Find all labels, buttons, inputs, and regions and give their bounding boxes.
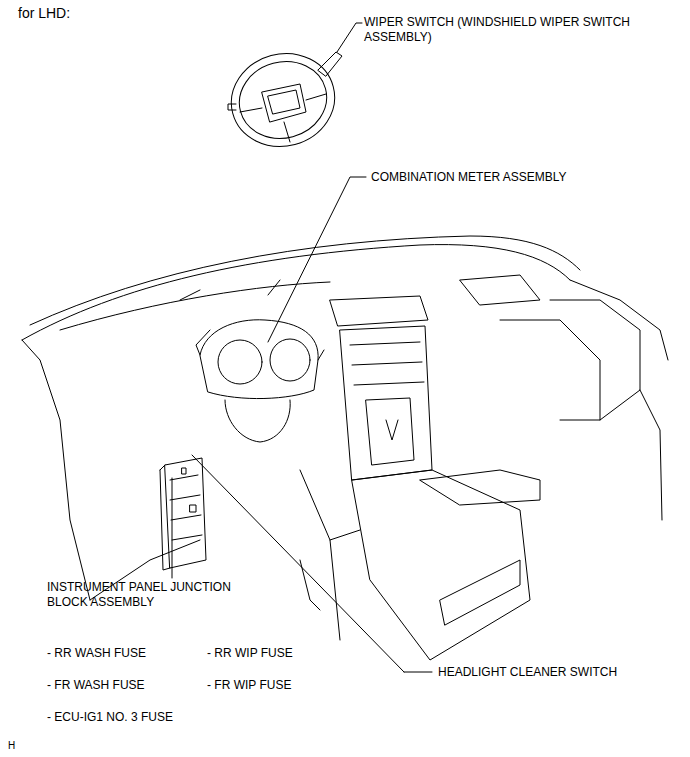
part-name: COMBINATION METER ASSEMBLY xyxy=(371,170,567,185)
illustration-stroke xyxy=(221,42,345,158)
fuse-name: - ECU-IG1 NO. 3 FUSE xyxy=(47,710,173,725)
illustration-stroke xyxy=(231,52,336,148)
center-stack xyxy=(330,296,432,480)
illustration-stroke xyxy=(180,280,280,300)
part-name: WIPER SWITCH (WINDSHIELD WIPER SWITCH AS… xyxy=(364,15,686,45)
illustration-stroke xyxy=(420,470,540,505)
illustration-stroke xyxy=(337,23,362,52)
illustration-stroke xyxy=(182,468,196,512)
fuse-name: - RR WIP FUSE xyxy=(207,646,293,661)
fuse-name: - RR WASH FUSE xyxy=(47,646,146,661)
illustration-stroke xyxy=(30,236,580,325)
combination-meter xyxy=(196,320,324,442)
part-name: HEADLIGHT CLEANER SWITCH xyxy=(438,665,617,680)
illustration-stroke xyxy=(366,398,414,465)
illustration-stroke xyxy=(340,326,432,480)
illustration-stroke xyxy=(22,340,90,600)
illustration-stroke xyxy=(172,478,173,578)
illustration-stroke xyxy=(330,296,428,326)
illustration-stroke xyxy=(196,330,324,360)
illustration-stroke xyxy=(160,465,170,570)
illustration-stroke xyxy=(170,475,202,540)
dashboard xyxy=(22,236,668,600)
illustration-stroke xyxy=(60,282,330,330)
illustration-stroke xyxy=(268,177,366,342)
figure-code: H xyxy=(8,738,15,753)
illustration-stroke xyxy=(228,104,236,110)
fuse-name: - FR WASH FUSE xyxy=(47,678,145,693)
illustration-stroke xyxy=(240,94,326,142)
illustration-stroke xyxy=(386,420,398,440)
illustration-stroke xyxy=(165,458,206,568)
illustration-stroke xyxy=(352,470,530,660)
part-name: INSTRUMENT PANEL JUNCTION BLOCK ASSEMBLY xyxy=(47,580,262,610)
illustration-stroke xyxy=(200,320,318,399)
fuse-name: - FR WIP FUSE xyxy=(207,678,291,693)
illustration-stroke xyxy=(350,342,424,385)
steering-wheel xyxy=(221,42,345,158)
view-note: for LHD: xyxy=(18,6,70,21)
junction-block xyxy=(160,458,206,570)
illustration-stroke xyxy=(300,470,360,640)
illustration-stroke xyxy=(218,340,262,384)
illustration-stroke xyxy=(550,300,640,420)
center-console xyxy=(300,470,540,660)
illustration-stroke xyxy=(268,90,300,114)
illustration-stroke xyxy=(440,560,520,625)
illustration-stroke xyxy=(192,455,432,672)
illustration-stroke xyxy=(262,84,306,122)
illustration-stroke xyxy=(460,275,540,305)
illustration-stroke xyxy=(640,390,662,520)
illustration-stroke xyxy=(270,339,310,381)
leader-lines xyxy=(172,23,432,672)
illustration-stroke xyxy=(318,52,342,76)
illustration-stroke xyxy=(300,560,320,610)
illustration-stroke xyxy=(570,280,668,360)
illustration-stroke xyxy=(225,400,290,442)
illustration-stroke xyxy=(500,320,600,420)
